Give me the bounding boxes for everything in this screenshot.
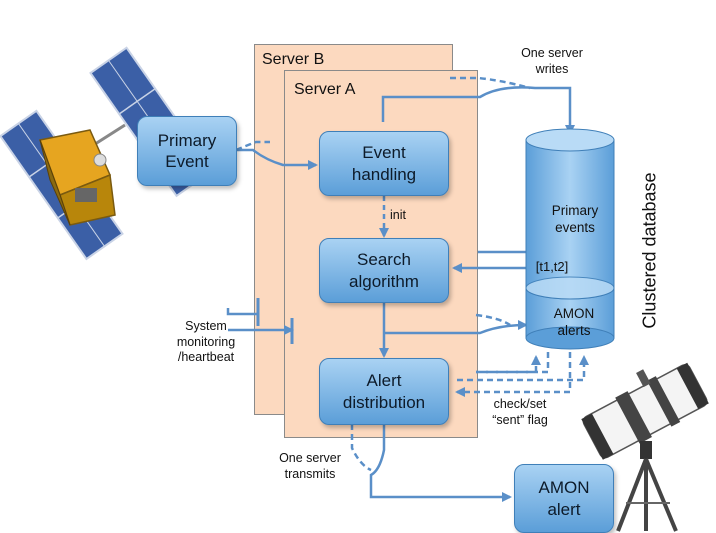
init-label: init: [390, 208, 406, 222]
system-monitoring-label: System monitoring /heartbeat: [176, 319, 236, 365]
event-handling-node: Event handling: [319, 131, 449, 196]
telescope-icon: [581, 362, 709, 532]
primary-events-label: Primary events: [551, 203, 599, 235]
database-cylinder: [525, 128, 615, 350]
alert-distribution-node: Alert distribution: [319, 358, 449, 425]
server-b-label: Server B: [262, 51, 325, 68]
server-a-label: Server A: [294, 81, 356, 98]
one-server-writes-label: One server writes: [521, 46, 583, 76]
clustered-database-label: Clustered database: [639, 172, 660, 329]
search-algorithm-node: Search algorithm: [319, 238, 449, 303]
check-set-flag-label: check/set “sent” flag: [492, 397, 548, 427]
primary-event-node: Primary Event: [137, 116, 237, 186]
one-server-transmits-label: One server transmits: [279, 451, 341, 481]
amon-alert-node: AMON alert: [514, 464, 614, 533]
time-window-label: [t1,t2]: [535, 259, 569, 274]
amon-alerts-label: AMON alerts: [553, 306, 595, 338]
